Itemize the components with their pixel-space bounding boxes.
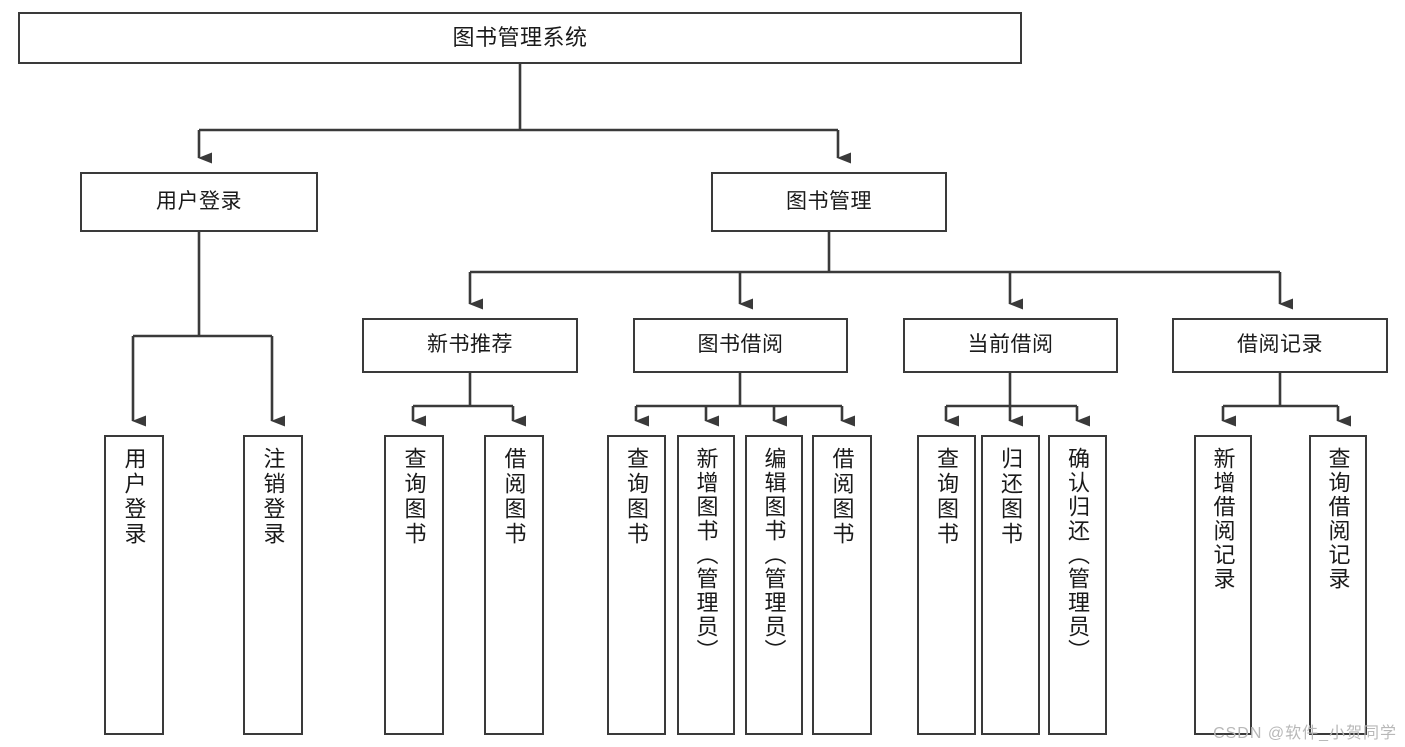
node-label: 编辑图书（管理员） — [761, 447, 787, 663]
node-label: 借阅图书 — [829, 447, 855, 547]
node-leaf-edit-book-admin[interactable]: 编辑图书（管理员） — [745, 435, 803, 735]
node-label: 确认归还（管理员） — [1065, 447, 1091, 663]
node-root-book-management-system[interactable]: 图书管理系统 — [18, 12, 1022, 64]
node-label: 新增图书（管理员） — [693, 447, 719, 663]
node-current-borrow[interactable]: 当前借阅 — [903, 318, 1118, 373]
node-label: 用户登录 — [121, 447, 147, 547]
node-label: 查询借阅记录 — [1325, 447, 1351, 591]
node-label: 用户登录 — [156, 189, 242, 213]
node-book-borrow[interactable]: 图书借阅 — [633, 318, 848, 373]
node-label: 借阅图书 — [501, 447, 527, 547]
node-label: 新增借阅记录 — [1210, 447, 1236, 591]
node-new-book-recommend[interactable]: 新书推荐 — [362, 318, 578, 373]
node-leaf-user-login[interactable]: 用户登录 — [104, 435, 164, 735]
node-leaf-query-book-current[interactable]: 查询图书 — [917, 435, 976, 735]
node-borrow-record[interactable]: 借阅记录 — [1172, 318, 1388, 373]
node-label: 查询图书 — [624, 447, 650, 547]
node-leaf-confirm-return-admin[interactable]: 确认归还（管理员） — [1048, 435, 1107, 735]
node-label: 归还图书 — [998, 447, 1024, 547]
node-label: 当前借阅 — [967, 333, 1054, 357]
node-label: 借阅记录 — [1237, 333, 1323, 357]
node-leaf-add-book-admin[interactable]: 新增图书（管理员） — [677, 435, 735, 735]
node-label: 图书借阅 — [697, 333, 784, 357]
node-label: 图书管理系统 — [452, 25, 588, 51]
node-label: 查询图书 — [934, 447, 960, 547]
node-leaf-logout[interactable]: 注销登录 — [243, 435, 303, 735]
node-book-management[interactable]: 图书管理 — [711, 172, 947, 232]
node-label: 注销登录 — [260, 447, 286, 547]
node-leaf-add-borrow-record[interactable]: 新增借阅记录 — [1194, 435, 1252, 735]
node-user-login[interactable]: 用户登录 — [80, 172, 318, 232]
node-leaf-query-book-borrow[interactable]: 查询图书 — [607, 435, 666, 735]
node-label: 查询图书 — [401, 447, 427, 547]
node-leaf-return-book[interactable]: 归还图书 — [981, 435, 1040, 735]
node-leaf-borrow-book[interactable]: 借阅图书 — [812, 435, 872, 735]
node-leaf-query-book-recommend[interactable]: 查询图书 — [384, 435, 444, 735]
node-label: 图书管理 — [786, 189, 872, 213]
node-label: 新书推荐 — [427, 333, 513, 357]
node-leaf-query-borrow-record[interactable]: 查询借阅记录 — [1309, 435, 1367, 735]
node-leaf-borrow-book-recommend[interactable]: 借阅图书 — [484, 435, 544, 735]
